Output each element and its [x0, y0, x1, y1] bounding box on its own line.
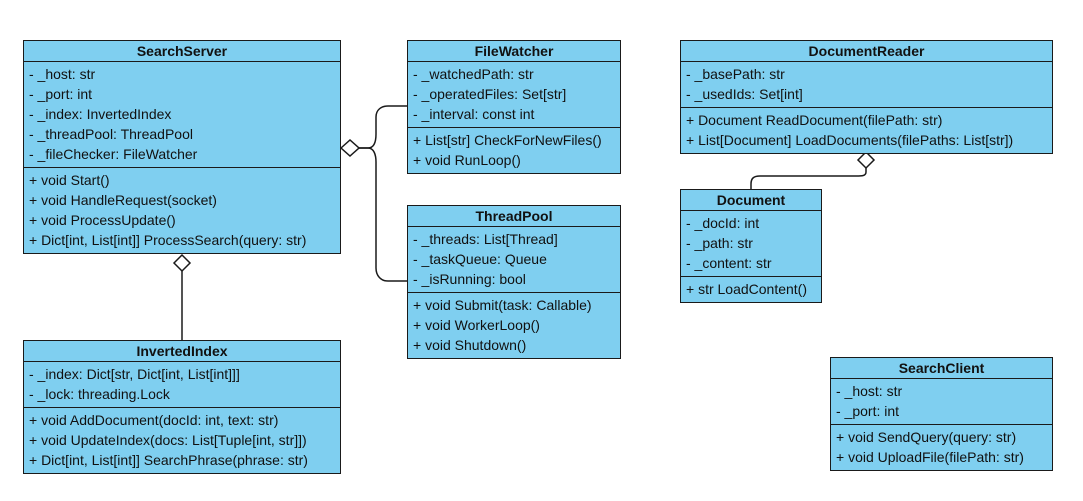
- methods-section: + void SendQuery(query: str) + void Uplo…: [831, 424, 1052, 470]
- attribute: - _host: str: [836, 383, 903, 399]
- class-file-watcher[interactable]: FileWatcher - _watchedPath: str - _opera…: [407, 40, 621, 174]
- method: + void AddDocument(docId: int, text: str…: [29, 412, 279, 428]
- method: + Dict[int, List[int]] ProcessSearch(que…: [29, 232, 307, 248]
- class-inverted-index[interactable]: InvertedIndex - _index: Dict[str, Dict[i…: [23, 340, 341, 474]
- attributes-section: - _host: str - _port: int - _index: Inve…: [24, 62, 340, 167]
- aggregation-diamond-searchserver-bottom: [172, 253, 192, 273]
- attribute: - _threads: List[Thread]: [413, 231, 558, 247]
- method: + void Start(): [29, 172, 110, 188]
- attribute: - _path: str: [686, 235, 753, 251]
- method: + List[Document] LoadDocuments(filePaths…: [686, 132, 1014, 148]
- methods-section: + str LoadContent(): [681, 276, 821, 302]
- method: + void UploadFile(filePath: str): [836, 449, 1024, 465]
- attributes-section: - _threads: List[Thread] - _taskQueue: Q…: [408, 227, 620, 292]
- attribute: - _watchedPath: str: [413, 66, 534, 82]
- class-name: ThreadPool: [408, 206, 620, 227]
- method: + str LoadContent(): [686, 281, 808, 297]
- attribute: - _port: int: [29, 86, 93, 102]
- methods-section: + void AddDocument(docId: int, text: str…: [24, 407, 340, 473]
- method: + void WorkerLoop(): [413, 317, 540, 333]
- method: + List[str] CheckForNewFiles(): [413, 132, 602, 148]
- method: + void RunLoop(): [413, 152, 521, 168]
- attributes-section: - _host: str - _port: int: [831, 379, 1052, 424]
- class-document[interactable]: Document - _docId: int - _path: str - _c…: [680, 189, 822, 303]
- method: + void ProcessUpdate(): [29, 212, 176, 228]
- aggregation-line-filewatcher: [359, 105, 407, 149]
- method: + void HandleRequest(socket): [29, 192, 217, 208]
- attribute: - _interval: const int: [413, 106, 535, 122]
- attribute: - _index: InvertedIndex: [29, 106, 172, 122]
- class-name: DocumentReader: [681, 41, 1052, 62]
- method: + void Submit(task: Callable): [413, 297, 592, 313]
- methods-section: + void Submit(task: Callable) + void Wor…: [408, 292, 620, 358]
- attributes-section: - _index: Dict[str, Dict[int, List[int]]…: [24, 362, 340, 407]
- class-name: Document: [681, 190, 821, 211]
- method: + void UpdateIndex(docs: List[Tuple[int,…: [29, 432, 307, 448]
- attribute: - _threadPool: ThreadPool: [29, 126, 193, 142]
- attribute: - _isRunning: bool: [413, 271, 526, 287]
- attributes-section: - _basePath: str - _usedIds: Set[int]: [681, 62, 1052, 107]
- aggregation-diamond-searchserver-right: [339, 138, 361, 158]
- attribute: - _fileChecker: FileWatcher: [29, 146, 198, 162]
- method: + Document ReadDocument(filePath: str): [686, 112, 943, 128]
- method: + Dict[int, List[int]] SearchPhrase(phra…: [29, 452, 308, 468]
- attributes-section: - _watchedPath: str - _operatedFiles: Se…: [408, 62, 620, 127]
- method: + void Shutdown(): [413, 337, 527, 353]
- aggregation-diamond-documentreader: [856, 150, 876, 170]
- attributes-section: - _docId: int - _path: str - _content: s…: [681, 211, 821, 276]
- attribute: - _port: int: [836, 403, 900, 419]
- class-thread-pool[interactable]: ThreadPool - _threads: List[Thread] - _t…: [407, 205, 621, 359]
- attribute: - _lock: threading.Lock: [29, 386, 170, 402]
- attribute: - _docId: int: [686, 215, 760, 231]
- method: + void SendQuery(query: str): [836, 429, 1017, 445]
- methods-section: + void Start() + void HandleRequest(sock…: [24, 167, 340, 253]
- attribute: - _usedIds: Set[int]: [686, 86, 803, 102]
- attribute: - _basePath: str: [686, 66, 785, 82]
- aggregation-line-threadpool: [359, 147, 407, 282]
- attribute: - _taskQueue: Queue: [413, 251, 547, 267]
- class-name: FileWatcher: [408, 41, 620, 62]
- class-name: SearchServer: [24, 41, 340, 62]
- attribute: - _operatedFiles: Set[str]: [413, 86, 567, 102]
- class-document-reader[interactable]: DocumentReader - _basePath: str - _usedI…: [680, 40, 1053, 154]
- aggregation-line-document: [750, 168, 867, 189]
- attribute: - _index: Dict[str, Dict[int, List[int]]…: [29, 366, 240, 382]
- class-search-server[interactable]: SearchServer - _host: str - _port: int -…: [23, 40, 341, 254]
- attribute: - _content: str: [686, 255, 772, 271]
- methods-section: + List[str] CheckForNewFiles() + void Ru…: [408, 127, 620, 173]
- class-name: SearchClient: [831, 358, 1052, 379]
- methods-section: + Document ReadDocument(filePath: str) +…: [681, 107, 1052, 153]
- attribute: - _host: str: [29, 66, 96, 82]
- class-name: InvertedIndex: [24, 341, 340, 362]
- class-search-client[interactable]: SearchClient - _host: str - _port: int +…: [830, 357, 1053, 471]
